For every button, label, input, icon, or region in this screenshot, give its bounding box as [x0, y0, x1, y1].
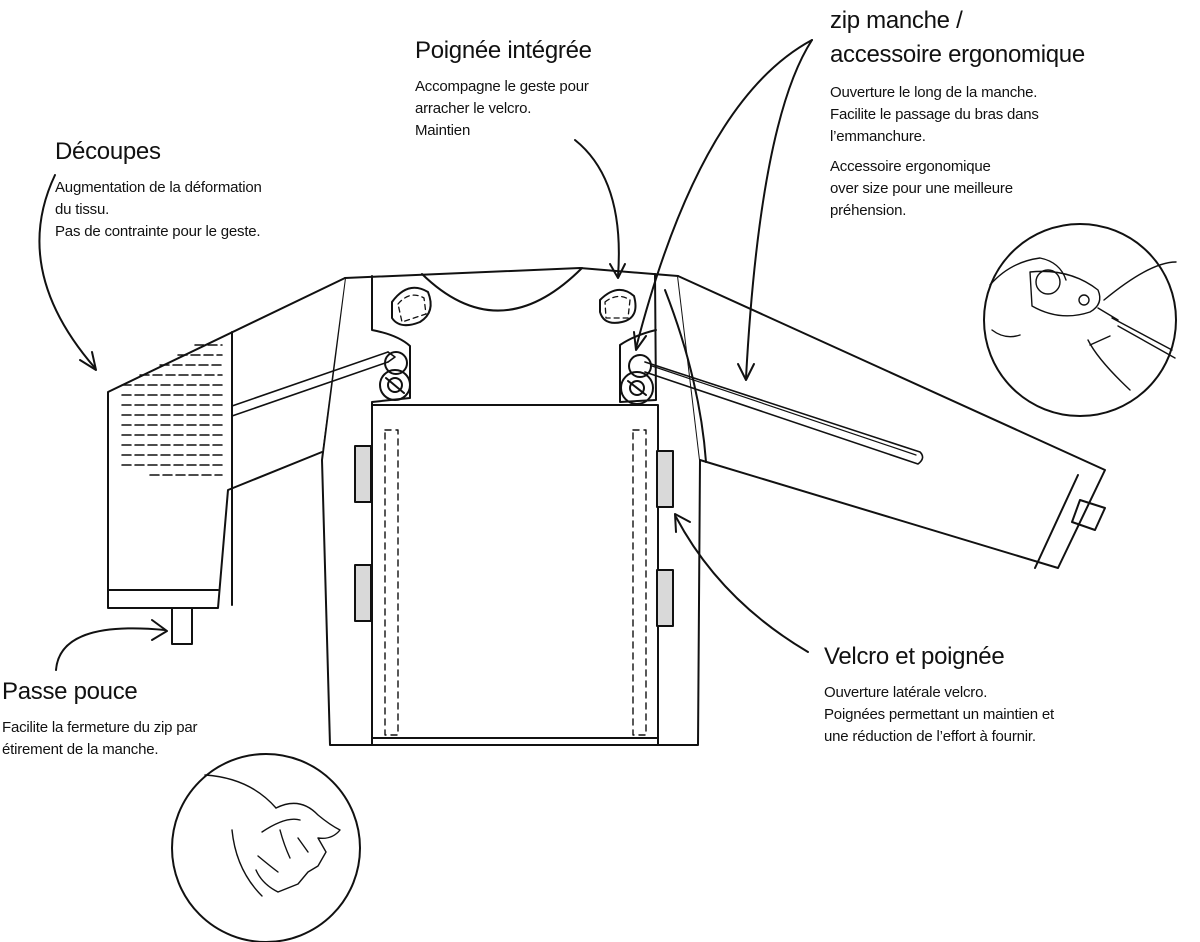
annotation-decoupes: Découpes Augmentation de la déformation …: [55, 137, 262, 243]
left-sleeve: [107, 277, 346, 609]
annotation-title: Découpes: [55, 138, 161, 165]
annotation-title: Poignée intégrée: [415, 37, 592, 64]
velcro-patch-left-bottom: [354, 564, 372, 622]
annotation-line: Pas de contrainte pour le geste.: [55, 223, 261, 240]
zip-pull-left: [379, 351, 411, 401]
annotation-passe-pouce: Passe pouce Facilite la fermeture du zip…: [2, 677, 198, 761]
annotation-title: Passe pouce: [2, 678, 138, 705]
annotation-line: une réduction de l’effort à fournir.: [824, 728, 1036, 745]
velcro-patch-left-top: [354, 445, 372, 503]
arrow-velcro: [674, 513, 809, 653]
left-thumb-loop: [171, 607, 193, 645]
annotation-text: Ouverture le long de la manche. Facilite…: [830, 82, 1085, 148]
annotation-line: préhension.: [830, 202, 907, 219]
detail-circle-thumb: [171, 753, 361, 942]
left-placket-stitch: [384, 429, 399, 736]
annotation-zip-manche: zip manche / accessoire ergonomique Ouve…: [830, 4, 1085, 222]
arrow-zip-sleeve: [737, 39, 813, 381]
right-thumb-loop: [1071, 499, 1106, 531]
annotation-line: l’emmanchure.: [830, 128, 926, 145]
annotation-line: étirement de la manche.: [2, 741, 159, 758]
annotation-title-line: zip manche /: [830, 7, 963, 34]
left-sleeve-zip: [231, 351, 389, 417]
annotation-text: Accompagne le geste pour arracher le vel…: [415, 76, 592, 142]
arrow-zip-body: [633, 39, 813, 351]
annotation-text: Ouverture latérale velcro. Poignées perm…: [824, 682, 1054, 748]
front-panel: [371, 404, 659, 746]
shoulder-handle-left: [391, 286, 432, 327]
annotation-line: Augmentation de la déformation: [55, 179, 262, 196]
cutout-pattern: [121, 344, 223, 476]
neckline: [421, 267, 583, 312]
annotation-line: Accompagne le geste pour: [415, 78, 589, 95]
right-sleeve-zip: [644, 361, 924, 465]
annotation-title-line: accessoire ergonomique: [830, 41, 1085, 68]
annotation-velcro-poignee: Velcro et poignée Ouverture latérale vel…: [824, 642, 1054, 748]
annotation-text: Facilite la fermeture du zip par étireme…: [2, 717, 198, 761]
annotation-line: Accessoire ergonomique: [830, 158, 991, 175]
annotation-line: du tissu.: [55, 201, 110, 218]
arrow-decoupes: [38, 174, 97, 371]
annotation-text: Accessoire ergonomique over size pour un…: [830, 156, 1085, 222]
arrow-poignee: [574, 139, 626, 279]
annotation-line: Facilite le passage du bras dans: [830, 106, 1039, 123]
velcro-patch-right-top: [656, 450, 674, 508]
annotation-title: zip manche / accessoire ergonomique: [830, 4, 1085, 72]
annotation-line: over size pour une meilleure: [830, 180, 1013, 197]
annotation-line: Ouverture latérale velcro.: [824, 684, 988, 701]
arrow-passe-pouce: [55, 619, 168, 671]
annotation-line: Ouverture le long de la manche.: [830, 84, 1038, 101]
annotation-poignee-integree: Poignée intégrée Accompagne le geste pou…: [415, 36, 592, 142]
right-placket-stitch: [632, 429, 647, 736]
right-cuff: [1034, 474, 1079, 569]
detail-circle-accessory: [983, 223, 1177, 417]
shoulder-handle-right: [599, 289, 637, 324]
annotation-title: Velcro et poignée: [824, 643, 1005, 670]
annotation-line: Facilite la fermeture du zip par: [2, 719, 198, 736]
right-sleeve: [677, 275, 1106, 569]
zip-pull-right: [620, 354, 654, 405]
annotation-text: Augmentation de la déformation du tissu.…: [55, 177, 262, 243]
velcro-patch-right-bottom: [656, 569, 674, 627]
annotation-line: arracher le velcro.: [415, 100, 532, 117]
annotation-line: Maintien: [415, 122, 471, 139]
annotation-line: Poignées permettant un maintien et: [824, 706, 1055, 723]
